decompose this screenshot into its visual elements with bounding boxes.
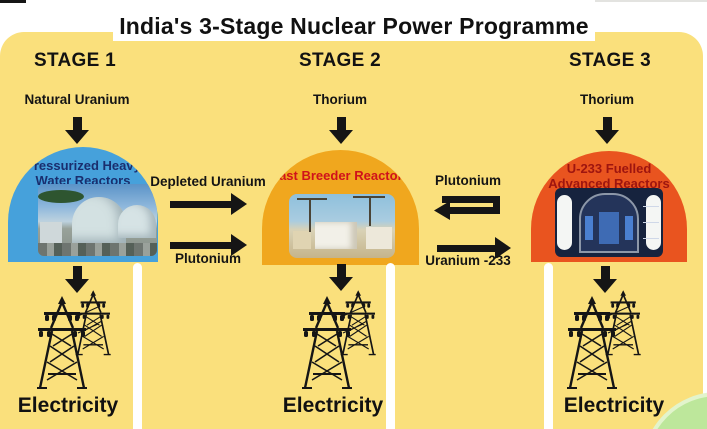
- reactor-dome-shape: [72, 197, 126, 243]
- treeline-shape: [38, 190, 84, 203]
- uranium-233-label: Uranium -233: [425, 253, 511, 268]
- stage-1-heading: STAGE 1: [34, 50, 116, 71]
- crane-shape: [369, 196, 371, 226]
- right-arrow-icon: [170, 234, 247, 256]
- down-arrow-icon: [329, 264, 353, 291]
- reactor-core-shape: [599, 212, 619, 244]
- reactor-dome-shape: [118, 205, 156, 238]
- column-divider: [133, 263, 142, 429]
- crane-shape: [297, 198, 327, 200]
- phwr-plant-photo: [38, 184, 157, 256]
- down-arrow-icon: [329, 117, 353, 144]
- depleted-uranium-label: Depleted Uranium: [150, 174, 266, 189]
- top-edge-line: [518, 0, 707, 2]
- transmission-towers-icon: [301, 290, 377, 394]
- right-arrow-icon: [437, 237, 511, 259]
- down-arrow-icon: [595, 117, 619, 144]
- reactor-internal-shape: [585, 216, 593, 240]
- building-shape: [366, 227, 392, 249]
- stage-2-reactor-name: Fast Breeder Reactors: [271, 168, 410, 183]
- transmission-towers-icon: [566, 290, 642, 394]
- schematic-pillar-shape: [557, 195, 572, 250]
- advanced-reactor-schematic: [555, 188, 663, 257]
- stage-3-output-label: Electricity: [563, 394, 665, 417]
- building-shape: [293, 231, 311, 249]
- column-divider: [386, 263, 395, 429]
- stage-1-output-label: Electricity: [17, 394, 119, 417]
- plutonium-label: Plutonium: [175, 251, 241, 266]
- top-edge-bar: [0, 0, 26, 3]
- stage-1-fuel-label: Natural Uranium: [24, 92, 130, 107]
- stage-3-fuel-label: Thorium: [580, 92, 634, 107]
- stage-3-reactor-dome: U-233 Fuelled Advanced Reactors: [531, 151, 687, 262]
- fbr-construction-photo: [289, 194, 395, 258]
- callout-line: [643, 222, 659, 223]
- column-divider: [544, 263, 553, 429]
- reactor-internal-shape: [625, 216, 633, 240]
- plant-base-shape: [38, 243, 157, 256]
- stage-2-output-label: Electricity: [282, 394, 384, 417]
- stage-2-fuel-label: Thorium: [313, 92, 367, 107]
- return-arrow-icon: [434, 196, 500, 220]
- stage-1-reactor-dome: Pressurized Heavy Water Reactors: [8, 147, 158, 262]
- building-shape: [315, 222, 357, 249]
- down-arrow-icon: [65, 266, 89, 293]
- callout-line: [643, 238, 659, 239]
- page-title: India's 3-Stage Nuclear Power Programme: [119, 13, 589, 39]
- stage-3-heading: STAGE 3: [569, 50, 651, 71]
- crane-shape: [309, 198, 311, 232]
- down-arrow-icon: [593, 266, 617, 293]
- right-arrow-icon: [170, 193, 247, 215]
- transmission-towers-icon: [36, 290, 112, 394]
- stage-2-reactor-dome: Fast Breeder Reactors: [262, 150, 419, 265]
- callout-line: [643, 206, 659, 207]
- stage-3-reactor-name: U-233 Fuelled Advanced Reactors: [548, 161, 670, 192]
- plant-building-shape: [40, 222, 62, 246]
- down-arrow-icon: [65, 117, 89, 144]
- title-band: India's 3-Stage Nuclear Power Programme: [113, 0, 595, 41]
- crane-shape: [353, 196, 385, 198]
- plutonium-return-label: Plutonium: [435, 173, 501, 188]
- stage-2-heading: STAGE 2: [299, 50, 381, 71]
